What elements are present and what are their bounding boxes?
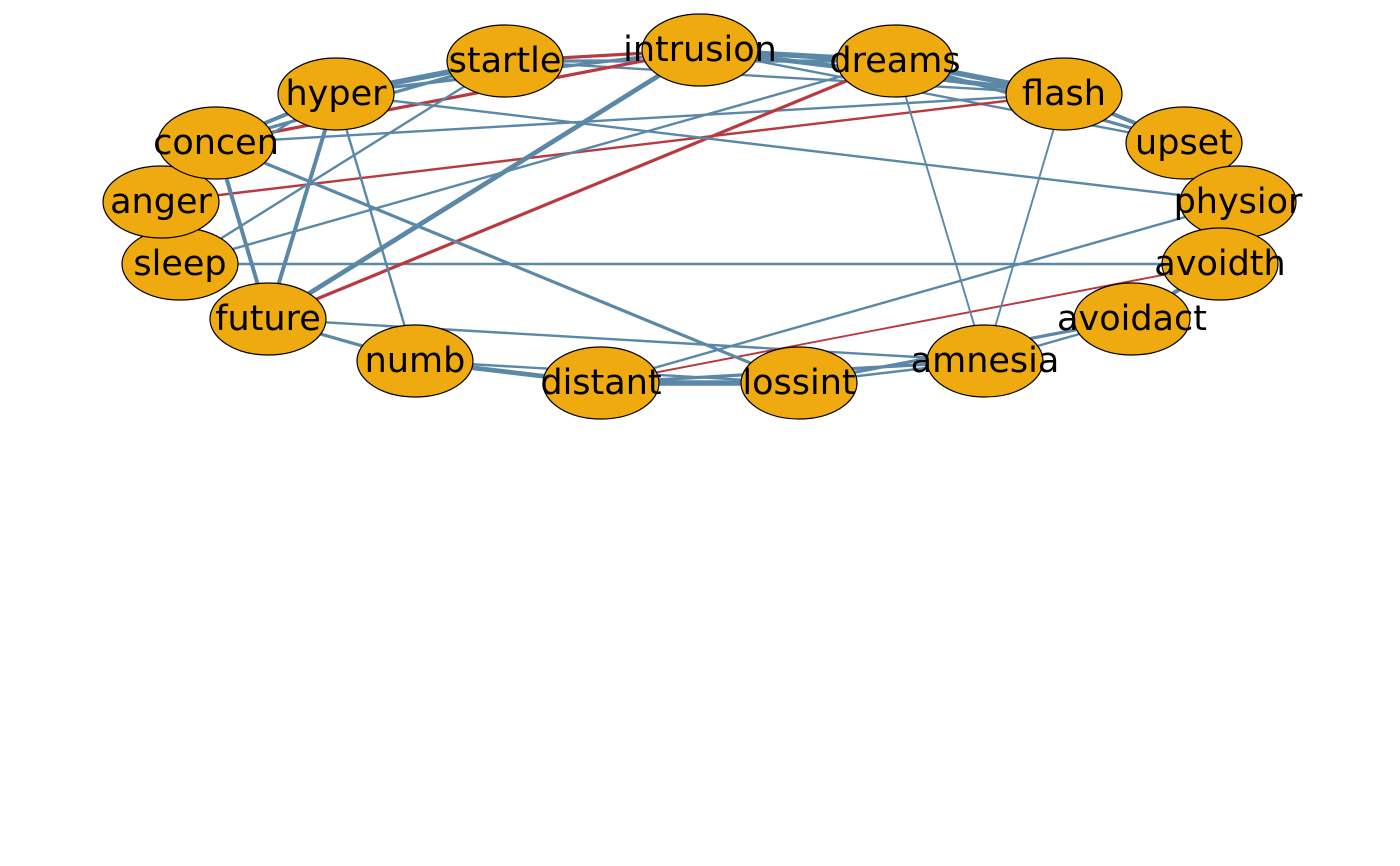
edge-concen-intrusion	[214, 48, 702, 145]
node-avoidth: avoidth	[1154, 227, 1286, 301]
node-label: intrusion	[623, 30, 777, 70]
node-circle	[1161, 227, 1279, 301]
node-circle	[836, 24, 954, 98]
node-circle	[356, 324, 474, 398]
node-label: distant	[540, 363, 661, 403]
node-label: amnesia	[911, 341, 1060, 381]
node-label: concen	[153, 123, 279, 163]
node-physior: physior	[1174, 165, 1303, 239]
node-future: future	[209, 282, 327, 356]
nodes-layer: intrusion dreams flash upset physior avoidth a…	[102, 13, 1303, 420]
node-circle	[446, 24, 564, 98]
node-intrusion: intrusion	[623, 13, 777, 87]
node-lossint: lossint	[740, 346, 858, 420]
node-circle	[1073, 282, 1191, 356]
node-dreams: dreams	[829, 24, 961, 98]
node-circle	[1005, 57, 1123, 131]
node-label: physior	[1174, 182, 1303, 222]
node-label: dreams	[829, 41, 960, 81]
node-label: lossint	[742, 363, 855, 403]
node-startle: startle	[446, 24, 564, 98]
node-label: numb	[365, 341, 466, 381]
edge-distant-physior	[599, 200, 1240, 385]
node-circle	[157, 106, 275, 180]
node-label: anger	[110, 182, 212, 222]
node-circle	[542, 346, 660, 420]
node-circle	[740, 346, 858, 420]
node-concen: concen	[153, 106, 279, 180]
edge-lossint-concen	[214, 141, 801, 385]
edge-concen-flash	[214, 92, 1066, 145]
node-anger: anger	[102, 165, 220, 239]
edge-physior-hyper	[334, 92, 1240, 204]
node-hyper: hyper	[277, 57, 395, 131]
node-label: future	[215, 299, 321, 339]
node-circle	[641, 13, 759, 87]
node-label: startle	[449, 41, 562, 81]
edge-amnesia-dreams	[894, 60, 986, 362]
node-avoidact: avoidact	[1057, 282, 1207, 356]
node-label: hyper	[285, 74, 387, 114]
node-circle	[1125, 106, 1243, 180]
node-label: flash	[1022, 74, 1106, 114]
edge-amnesia-flash	[984, 93, 1065, 362]
node-label: sleep	[133, 244, 226, 284]
node-circle	[102, 165, 220, 239]
edge-sleep-startle	[178, 59, 507, 266]
node-flash: flash	[1005, 57, 1123, 131]
node-sleep: sleep	[121, 227, 239, 301]
node-label: avoidth	[1154, 244, 1285, 284]
edge-startle-flash	[503, 59, 1066, 96]
edge-numb-hyper	[334, 92, 417, 363]
edge-sleep-dreams	[178, 59, 897, 266]
node-circle	[209, 282, 327, 356]
edge-future-amnesia	[266, 317, 987, 363]
edge-future-dreams	[266, 59, 897, 321]
node-numb: numb	[356, 324, 474, 398]
edge-future-hyper	[266, 92, 338, 321]
node-amnesia: amnesia	[911, 324, 1060, 398]
node-circle	[277, 57, 395, 131]
node-circle	[926, 324, 1044, 398]
node-label: avoidact	[1057, 299, 1207, 339]
edge-future-intrusion	[265, 47, 703, 322]
edge-intrusion-upset	[698, 48, 1186, 145]
node-upset: upset	[1125, 106, 1243, 180]
node-label: upset	[1135, 123, 1233, 163]
node-distant: distant	[540, 346, 662, 420]
